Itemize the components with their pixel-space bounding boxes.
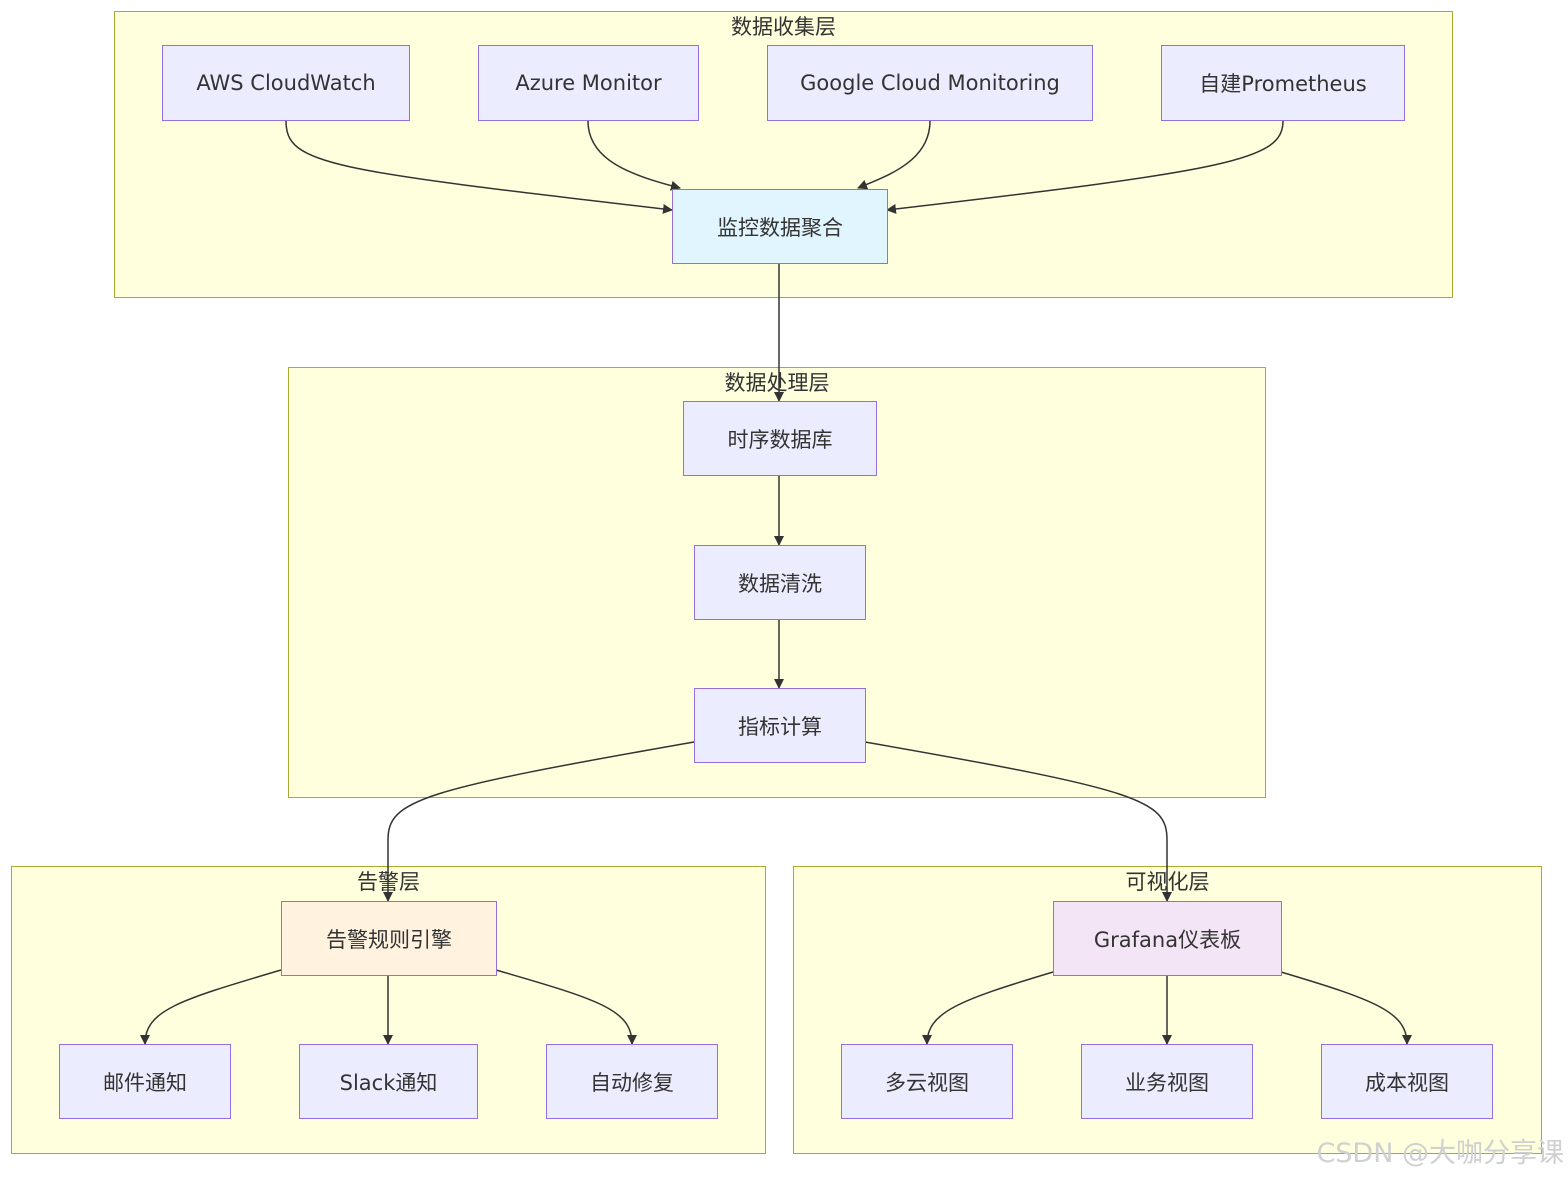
node-business-view[interactable]: 业务视图 — [1081, 1044, 1253, 1119]
node-grafana-dashboard[interactable]: Grafana仪表板 — [1053, 901, 1282, 976]
node-data-cleaning[interactable]: 数据清洗 — [694, 545, 866, 620]
node-self-hosted-prometheus[interactable]: 自建Prometheus — [1161, 45, 1405, 121]
cluster-title-alerting: 告警层 — [357, 870, 420, 894]
node-cost-view[interactable]: 成本视图 — [1321, 1044, 1493, 1119]
node-azure-monitor[interactable]: Azure Monitor — [478, 45, 699, 121]
watermark-text: CSDN @大咖分享课 — [1316, 1138, 1564, 1169]
node-monitoring-aggregation[interactable]: 监控数据聚合 — [672, 189, 888, 264]
cluster-title-processing: 数据处理层 — [724, 371, 830, 395]
node-metric-computation[interactable]: 指标计算 — [694, 688, 866, 763]
node-multicloud-view[interactable]: 多云视图 — [841, 1044, 1013, 1119]
node-time-series-db[interactable]: 时序数据库 — [683, 401, 877, 476]
node-email-notification[interactable]: 邮件通知 — [59, 1044, 231, 1119]
node-aws-cloudwatch[interactable]: AWS CloudWatch — [162, 45, 410, 121]
node-alert-rule-engine[interactable]: 告警规则引擎 — [281, 901, 497, 976]
node-auto-remediation[interactable]: 自动修复 — [546, 1044, 718, 1119]
cluster-title-visualization: 可视化层 — [1125, 870, 1210, 894]
node-google-cloud-monitoring[interactable]: Google Cloud Monitoring — [767, 45, 1093, 121]
cluster-title-collection: 数据收集层 — [731, 15, 836, 39]
node-slack-notification[interactable]: Slack通知 — [299, 1044, 478, 1119]
